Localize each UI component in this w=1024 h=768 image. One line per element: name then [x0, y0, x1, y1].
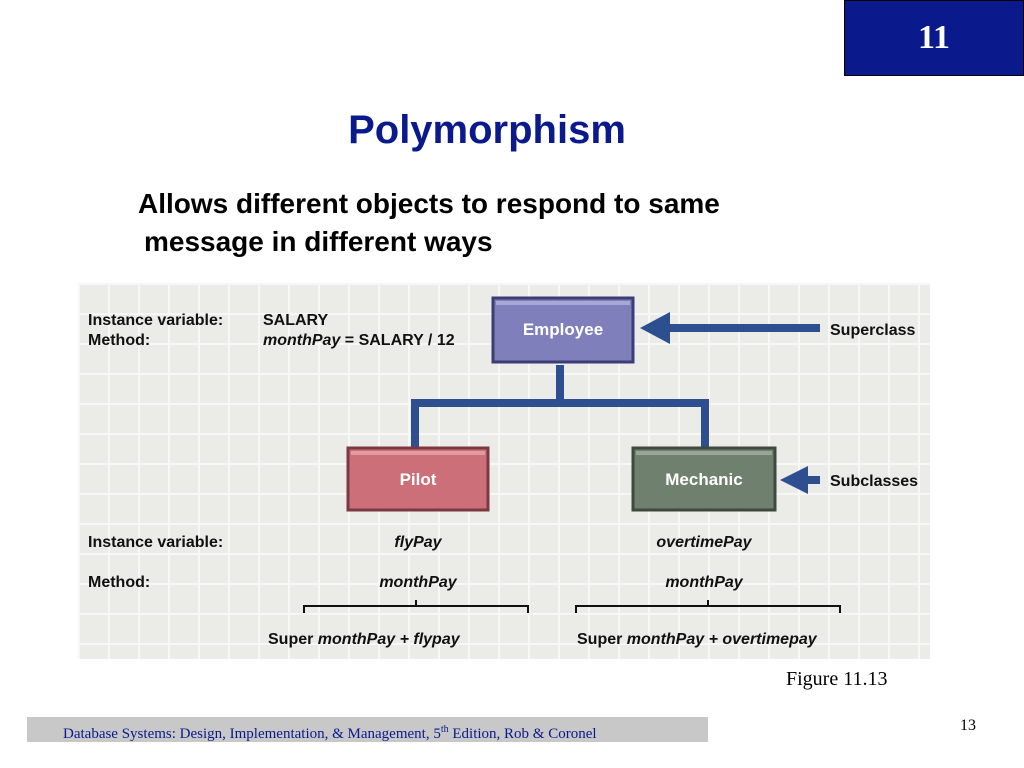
chapter-badge: 11	[844, 0, 1024, 76]
diagram-canvas: Instance variable: Method: SALARY monthP…	[88, 296, 918, 648]
bullet-text: Allows different objects to respond to s…	[138, 185, 878, 261]
top-instance-value: SALARY	[263, 312, 329, 329]
superclass-arrow-icon	[640, 312, 820, 344]
pilot-brace	[303, 600, 529, 613]
top-method-label: Method:	[88, 332, 150, 349]
mechanic-brace	[575, 600, 841, 613]
mechanic-super-prefix: Super	[577, 631, 627, 648]
superclass-label: Superclass	[830, 322, 915, 339]
employee-class-box: Employee	[491, 296, 635, 364]
subclasses-arrow-icon	[780, 466, 820, 494]
mechanic-class-box: Mechanic	[631, 446, 777, 512]
top-instance-label: Instance variable:	[88, 312, 223, 329]
page-number: 13	[960, 717, 976, 734]
mechanic-instance-variable: overtimePay	[656, 534, 752, 551]
footer-text-after: Edition, Rob & Coronel	[448, 726, 597, 742]
pilot-super-expression: monthPay + flypay	[318, 631, 461, 648]
hierarchy-connectors	[411, 365, 709, 448]
pilot-class-box: Pilot	[346, 446, 490, 512]
pilot-super-formula: Super monthPay + flypay	[268, 631, 461, 648]
bullet-line-1: Allows different objects to respond to s…	[138, 188, 720, 219]
pilot-method: monthPay	[379, 574, 457, 591]
footer-superscript: th	[440, 724, 449, 735]
top-method-expression: monthPay = SALARY / 12	[263, 332, 455, 349]
slide-title: Polymorphism	[348, 108, 626, 152]
pilot-box-label: Pilot	[400, 470, 437, 489]
bottom-method-label: Method:	[88, 574, 150, 591]
top-method-name: monthPay	[263, 332, 341, 349]
mechanic-super-formula: Super monthPay + overtimepay	[577, 631, 818, 648]
bullet-line-2: message in different ways	[144, 226, 493, 257]
pilot-super-prefix: Super	[268, 631, 318, 648]
bottom-instance-label: Instance variable:	[88, 534, 223, 551]
mechanic-box-label: Mechanic	[665, 470, 742, 489]
chapter-number: 11	[917, 19, 951, 56]
employee-box-label: Employee	[523, 320, 603, 339]
subclasses-label: Subclasses	[830, 473, 918, 490]
top-method-formula: = SALARY / 12	[340, 332, 454, 349]
footer-bar: Database Systems: Design, Implementation…	[27, 717, 708, 742]
pilot-instance-variable: flyPay	[394, 534, 442, 551]
footer-text-before: Database Systems: Design, Implementation…	[63, 726, 441, 742]
figure-caption: Figure 11.13	[786, 668, 888, 690]
mechanic-method: monthPay	[665, 574, 743, 591]
mechanic-super-expression: monthPay + overtimepay	[627, 631, 818, 648]
polymorphism-diagram: Instance variable: Method: SALARY monthP…	[78, 283, 930, 659]
